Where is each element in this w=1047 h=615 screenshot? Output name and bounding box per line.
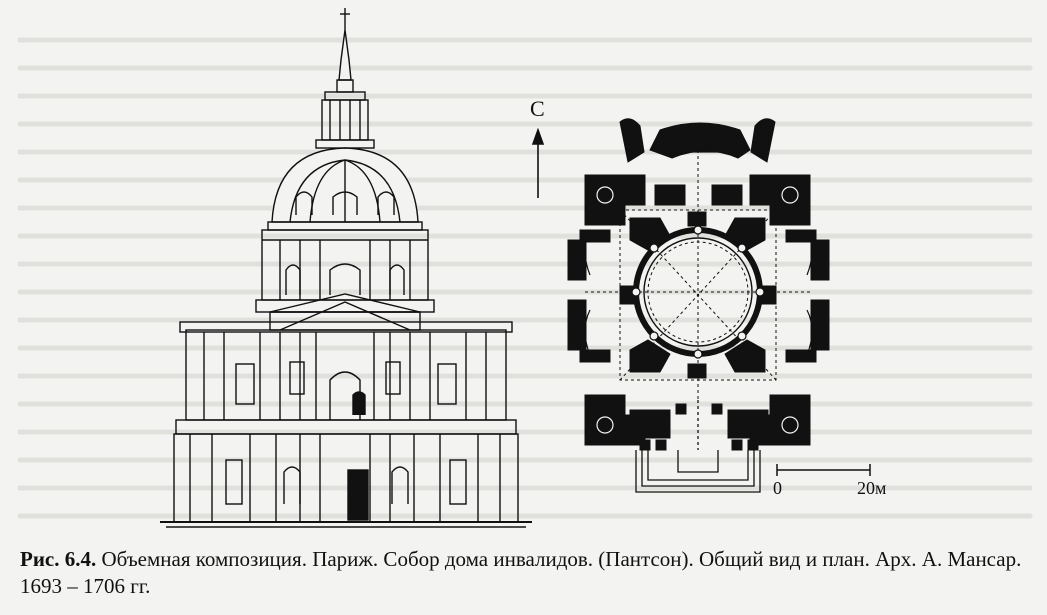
figure-caption: Рис. 6.4. Объемная композиция. Париж. Со…: [20, 546, 1030, 600]
figure-caption-text: Объемная композиция. Париж. Собор дома и…: [20, 547, 1022, 598]
scale-end-label: 20м: [857, 478, 887, 498]
figure-illustration: [160, 8, 871, 528]
north-arrow-icon: [531, 127, 545, 198]
figure-label: Рис. 6.4.: [20, 547, 97, 571]
cathedral-elevation: [160, 8, 532, 528]
scale-bar: [776, 464, 871, 476]
north-label: С: [530, 96, 545, 121]
scale-start-label: 0: [773, 478, 782, 498]
floor-plan: [567, 118, 830, 493]
